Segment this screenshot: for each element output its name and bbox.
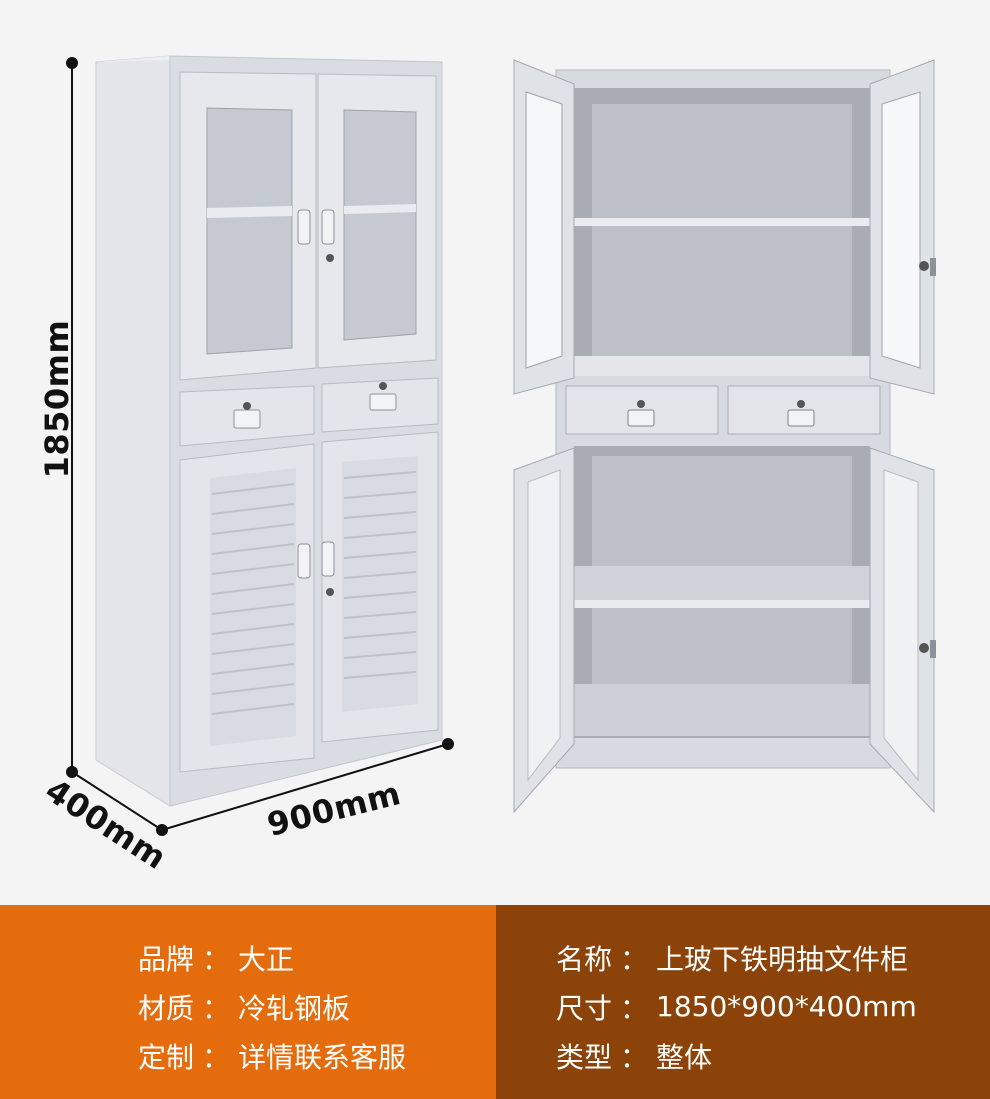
spec-value: 上玻下铁明抽文件柜	[656, 942, 909, 976]
spec-value: 冷轧钢板	[238, 991, 351, 1025]
spec-label: 尺寸	[556, 991, 613, 1025]
spec-separator: ：	[620, 991, 649, 1025]
spec-label: 类型	[556, 1040, 613, 1074]
spec-separator: ：	[202, 942, 231, 976]
spec-label: 品牌	[138, 942, 195, 976]
spec-panel-right: 名称 ： 上玻下铁明抽文件柜 尺寸 ： 1850*900*400mm 类型 ： …	[496, 905, 990, 1099]
spec-row-type: 类型 ： 整体	[556, 1031, 990, 1080]
spec-value: 大正	[238, 942, 295, 976]
spec-row-name: 名称 ： 上玻下铁明抽文件柜	[556, 933, 990, 982]
spec-row-custom: 定制 ： 详情联系客服	[138, 1031, 496, 1080]
spec-row-brand: 品牌 ： 大正	[138, 933, 496, 982]
spec-value: 整体	[656, 1040, 713, 1074]
spec-value: 详情联系客服	[238, 1040, 407, 1074]
spec-label: 名称	[556, 942, 613, 976]
spec-info-bar: 品牌 ： 大正 材质 ： 冷轧钢板 定制 ： 详情联系客服 名称 ： 上玻下铁明…	[0, 905, 990, 1099]
spec-row-size: 尺寸 ： 1850*900*400mm	[556, 982, 990, 1031]
spec-separator: ：	[202, 991, 231, 1025]
cabinet-illustration	[66, 55, 936, 836]
spec-label: 定制	[138, 1040, 195, 1074]
product-image-area: 1850mm 900mm 400mm	[38, 55, 936, 877]
height-dimension-label: 1850mm	[38, 319, 76, 479]
spec-value: 1850*900*400mm	[656, 990, 917, 1023]
spec-separator: ：	[620, 942, 649, 976]
spec-separator: ：	[620, 1040, 649, 1074]
spec-label: 材质	[138, 991, 195, 1025]
spec-separator: ：	[202, 1040, 231, 1074]
spec-row-material: 材质 ： 冷轧钢板	[138, 982, 496, 1031]
spec-panel-left: 品牌 ： 大正 材质 ： 冷轧钢板 定制 ： 详情联系客服	[0, 905, 496, 1099]
